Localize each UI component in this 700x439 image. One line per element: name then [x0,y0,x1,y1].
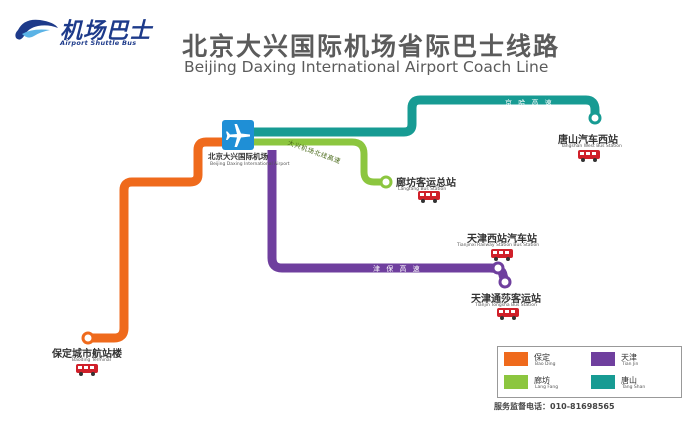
page-subtitle: Beijing Daxing International Airport Coa… [184,58,549,76]
road-label-jinggangao: 京 港 澳 高 速 [103,215,111,277]
bird-swirl-icon [15,19,59,40]
legend-label-langfang-en: Lang Fang [535,385,559,390]
brand-tagline: Airport Shuttle Bus [60,39,137,47]
hub-station-name-en: Beijing Daxing International Airport [210,162,290,167]
tianjin-route-line [267,150,510,284]
tianjin-tongsha-station-marker [498,275,512,289]
station-tianjin-tongsha-en: Tianjin Tongsha Bus Station [475,303,537,308]
legend-swatch-tangshan [591,375,615,389]
baoding-route-line [92,137,222,343]
langfang-station-marker [379,175,393,189]
airplane-icon [222,120,254,150]
station-tianjin-west-en: Tianjinxi Railway Station Bus Station [457,243,540,248]
station-baoding: 保定城市航站楼 [52,349,122,360]
station-tianjin-tongsha: 天津通莎客运站 [471,294,541,305]
station-tianjin-west: 天津西站汽车站 [467,234,537,245]
hub-station-name: 北京大兴国际机场 [208,152,268,161]
legend-label-tangshan: 唐山 [621,376,637,385]
bus-icon [418,191,440,203]
legend-label-tangshan-en: Tang Shan [622,385,646,390]
road-label-jinbao: 津 保 高 速 [373,265,422,273]
page-title: 北京大兴国际机场省际巴士线路 [182,32,561,61]
bus-icon [76,364,98,376]
station-baoding-en: Baoding Terminal [72,358,111,363]
baoding-station-marker [81,331,95,345]
bus-icon [497,308,519,320]
road-label-jingha: 京 哈 高 速 [505,99,554,107]
tangshan-route-line [245,95,600,137]
station-tangshan-en: Tangshan West Bus Station [561,144,622,149]
service-hotline: 服务监督电话：010-81698565 [494,402,615,411]
station-tangshan: 唐山汽车西站 [558,135,618,146]
bus-icon [578,150,600,162]
station-langfang-en: Langfang Bus Station [398,187,447,192]
legend-swatch-tianjin [591,352,615,366]
legend-label-tianjin-en: Tian Jin [622,362,639,367]
station-langfang: 廊坊客运总站 [396,178,456,189]
brand-name: 机场巴士 [60,19,153,44]
legend-swatch-langfang [504,375,528,389]
legend-label-baoding-en: Bao Ding [535,362,556,367]
bus-icon [491,249,513,261]
tangshan-station-marker [588,111,602,125]
legend-label-baoding: 保定 [534,353,550,362]
legend: 保定 Bao Ding 天津 Tian Jin 廊坊 Lang Fang 唐山 … [497,346,682,398]
legend-label-langfang: 廊坊 [534,376,550,385]
langfang-route-line [245,138,384,186]
tianjin-west-station-marker [491,261,505,275]
legend-label-tianjin: 天津 [621,353,637,362]
legend-swatch-baoding [504,352,528,366]
